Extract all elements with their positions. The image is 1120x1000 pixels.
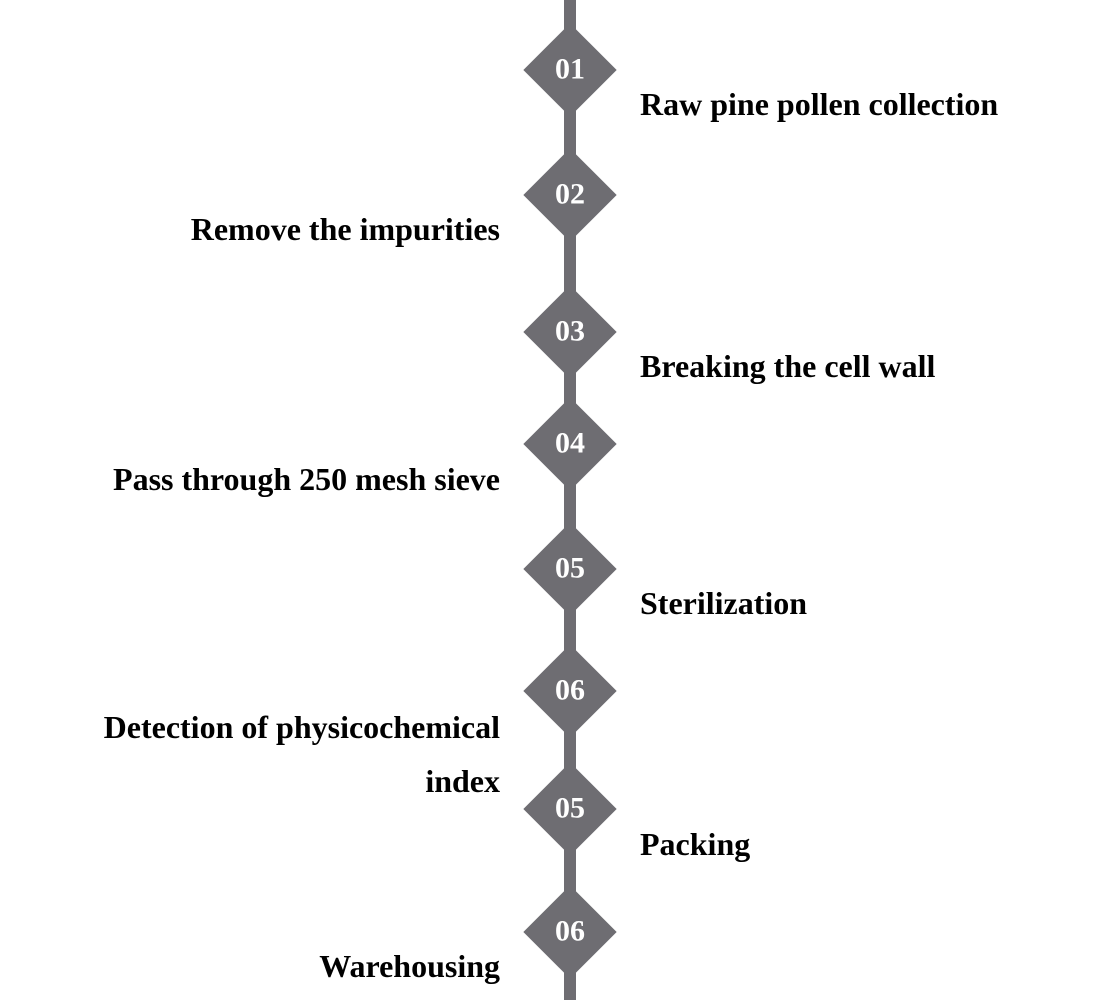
step-number: 04 — [555, 426, 585, 460]
step-number: 06 — [555, 673, 585, 707]
step-label-4: Pass through 250 mesh sieve — [113, 461, 500, 497]
step-marker-7: 05 — [523, 762, 617, 856]
step-label-3: Breaking the cell wall — [640, 348, 936, 384]
step-number: 06 — [555, 914, 585, 948]
step-number: 02 — [555, 177, 585, 211]
step-marker-4: 04 — [523, 397, 617, 491]
step-marker-1: 01 — [523, 23, 617, 117]
step-number: 05 — [555, 551, 585, 585]
step-number: 03 — [555, 314, 585, 348]
step-label-7: Packing — [640, 826, 751, 862]
step-label-8: Warehousing — [319, 948, 500, 984]
step-marker-3: 03 — [523, 285, 617, 379]
step-label-5: Sterilization — [640, 585, 808, 621]
step-marker-2: 02 — [523, 148, 617, 242]
step-number: 01 — [555, 52, 585, 86]
step-label-2: Remove the impurities — [190, 211, 500, 247]
step-label-6-line2: index — [425, 763, 500, 799]
step-label-1: Raw pine pollen collection — [640, 86, 999, 122]
step-marker-6: 06 — [523, 644, 617, 738]
step-number: 05 — [555, 791, 585, 825]
step-marker-8: 06 — [523, 885, 617, 979]
timeline-line — [564, 0, 576, 1000]
step-marker-5: 05 — [523, 522, 617, 616]
step-label-6: Detection of physicochemical — [103, 709, 500, 745]
